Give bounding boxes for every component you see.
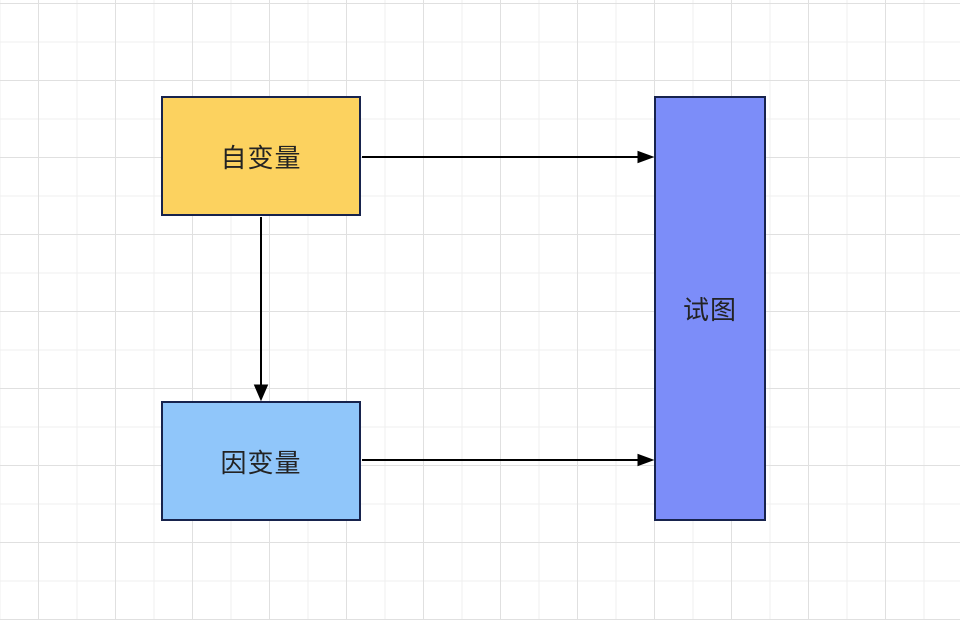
arrowhead-icon [253,384,269,402]
connector-independent-to-dependent[interactable] [253,217,269,402]
arrowhead-icon [637,453,655,467]
node-view[interactable]: 试图 [654,96,766,521]
node-dependent-variable[interactable]: 因变量 [161,401,361,521]
connector-independent-to-view[interactable] [362,150,655,164]
connector-dependent-to-view[interactable] [362,453,655,467]
node-dependent-variable-label: 因变量 [220,447,302,478]
node-independent-variable-label: 自变量 [220,142,302,173]
node-view-label: 试图 [682,295,737,325]
node-independent-variable[interactable]: 自变量 [161,96,361,216]
arrowhead-icon [637,150,655,164]
